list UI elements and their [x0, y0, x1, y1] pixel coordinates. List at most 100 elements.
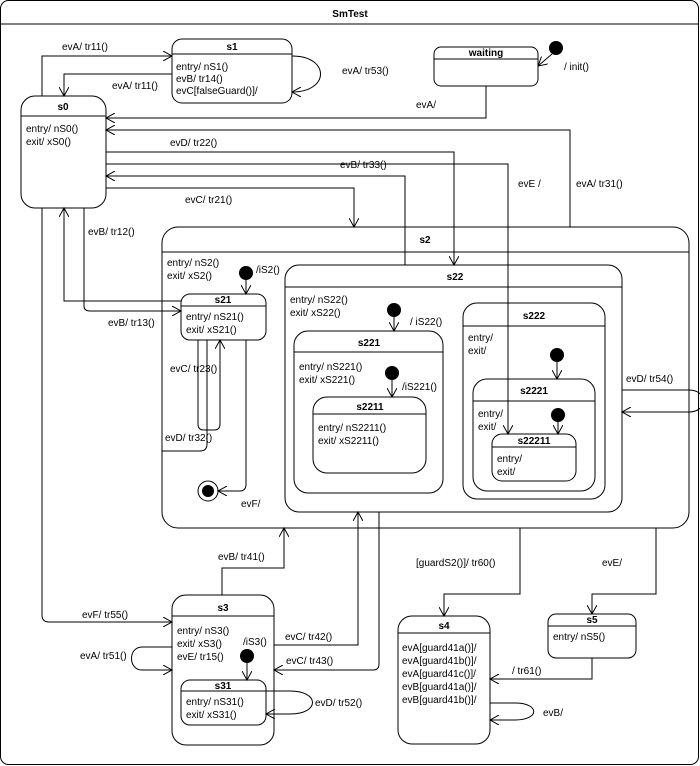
- transition-evC-tr23: [197, 340, 220, 431]
- initial-pseudostate-s3: [240, 649, 254, 663]
- state-action: evC[falseGuard()]/: [176, 86, 258, 97]
- state-action: evE/ tr15(): [177, 652, 224, 663]
- state-action: entry/ nS221(): [299, 362, 362, 373]
- transition-evA-waiting: [106, 86, 487, 118]
- transition-evB-tr13: [83, 208, 181, 311]
- transition-label: evB/ tr41(): [218, 552, 265, 563]
- state-name: s4: [438, 621, 450, 632]
- transition-evF: [218, 340, 247, 491]
- state-s22211[interactable]: s22211 entry/ exit/: [491, 433, 577, 482]
- state-name: s5: [586, 615, 598, 626]
- transition-evB-tr33: [106, 176, 406, 265]
- transition-evD-tr52: [266, 690, 313, 714]
- state-waiting[interactable]: waiting: [433, 46, 539, 87]
- transition-label: evC/ tr21(): [185, 195, 232, 206]
- transition-labels: / init() evA/ evA/ tr11() evA/ tr11() ev…: [62, 42, 673, 719]
- transition-label: [guardS2()]/ tr60(): [416, 558, 495, 569]
- transition-evB-tr41: [221, 528, 284, 595]
- state-name: waiting: [468, 48, 503, 59]
- state-s1[interactable]: s1 entry/ nS1() evB/ tr14() evC[falseGua…: [171, 38, 293, 104]
- transition-label: / iS22(): [410, 317, 442, 328]
- transition-label: /iS221(): [402, 382, 437, 393]
- state-action: exit/: [478, 422, 497, 433]
- transition-label: evE /: [518, 179, 541, 190]
- state-name: s1: [226, 42, 238, 53]
- transition-evB-tr12: [64, 208, 181, 302]
- state-action: entry/ nS5(): [553, 632, 605, 643]
- transition-label: evD/ tr22(): [170, 138, 217, 149]
- state-s0[interactable]: s0 entry/ nS0() exit/ xS0(): [20, 95, 107, 209]
- transition-tr61: [490, 658, 593, 679]
- state-name: s2: [419, 235, 431, 246]
- state-action: entry/ nS2(): [167, 258, 219, 269]
- transition-label: evC/ tr43(): [286, 656, 333, 667]
- initial-pseudostate-s221: [385, 366, 399, 380]
- state-action: evA[guard41a()]/: [402, 643, 477, 654]
- state-action: entry/ nS21(): [186, 312, 244, 323]
- state-action: exit/: [468, 346, 487, 357]
- transition-evD-tr22: [106, 151, 454, 265]
- transition-label: evE/: [602, 558, 622, 569]
- transitions: [41, 53, 700, 720]
- state-name: s22: [447, 272, 464, 283]
- state-name: s221: [358, 338, 381, 349]
- transition-label: evD/ tr52(): [315, 698, 362, 709]
- state-action: entry/ nS22(): [290, 295, 348, 306]
- transition-label: evB/: [543, 708, 563, 719]
- transition-evB-s4: [490, 702, 535, 720]
- state-action: exit/: [497, 467, 516, 478]
- transition-evD-tr32: [162, 340, 208, 452]
- state-action: entry/ nS0(): [26, 124, 78, 135]
- state-action: entry/ nS3(): [177, 626, 229, 637]
- state-action: exit/ xS3(): [177, 639, 222, 650]
- transition-label: evF/ tr55(): [82, 610, 128, 621]
- transition-evA-tr53: [292, 55, 321, 92]
- state-action: entry/ nS31(): [186, 697, 244, 708]
- state-name: s21: [215, 295, 232, 306]
- transition-init: [538, 53, 553, 66]
- state-action: entry/ nS2211(): [318, 423, 386, 434]
- state-s5[interactable]: s5 entry/ nS5(): [547, 613, 637, 659]
- state-action: entry/: [468, 333, 493, 344]
- state-action: entry/ nS1(): [176, 62, 228, 73]
- state-s2211[interactable]: s2211 entry/ nS2211() exit/ xS2211(): [312, 396, 427, 474]
- state-action: entry/: [497, 454, 522, 465]
- transition-label: evF/: [241, 499, 261, 510]
- transition-label: evA/: [416, 100, 436, 111]
- state-s31[interactable]: s31 entry/ nS31() exit/ xS31(): [180, 679, 267, 726]
- initial-pseudostate-s2: [239, 266, 253, 280]
- state-name: s3: [217, 603, 229, 614]
- transition-evA-tr11-mid: [64, 73, 172, 96]
- transition-evF-tr55: [41, 208, 172, 622]
- transition-label: evA/ tr11(): [112, 81, 158, 92]
- transition-label: evB/ tr12(): [88, 227, 135, 238]
- transition-evA-tr11-top: [41, 56, 172, 96]
- state-name: s22211: [518, 436, 551, 447]
- transition-evC-tr43: [274, 512, 380, 670]
- state-name: s2221: [520, 386, 548, 397]
- initial-pseudostate-s2221: [551, 408, 565, 422]
- transition-label: evD/ tr32(): [165, 433, 212, 444]
- state-action: evB[guard41a()]/: [402, 682, 477, 693]
- state-name: s0: [57, 102, 69, 113]
- state-action: exit/ xS31(): [186, 710, 237, 721]
- transition-evA-tr51: [131, 646, 173, 670]
- transition-evC-tr21: [106, 187, 354, 227]
- transition-evE-s5: [592, 528, 657, 614]
- transition-evC-tr42: [274, 512, 358, 646]
- initial-pseudostate-s22: [387, 303, 401, 317]
- state-action: exit/ xS2211(): [318, 436, 379, 447]
- state-action: entry/: [478, 409, 503, 420]
- state-action: exit/ xS0(): [26, 137, 71, 148]
- state-s21[interactable]: s21 entry/ nS21() exit/ xS21(): [180, 293, 267, 341]
- diagram-title: SmTest: [332, 9, 368, 20]
- state-action: exit/ xS2(): [167, 271, 212, 282]
- state-name: s2211: [356, 402, 384, 413]
- state-s4[interactable]: s4 evA[guard41a()]/ evA[guard41b()]/ evA…: [397, 615, 491, 745]
- transition-label: / tr61(): [512, 666, 541, 677]
- transition-label: evA/ tr31(): [576, 179, 623, 190]
- transition-label: evA/ tr11(): [62, 42, 108, 53]
- transition-label: evB/ tr33(): [340, 160, 387, 171]
